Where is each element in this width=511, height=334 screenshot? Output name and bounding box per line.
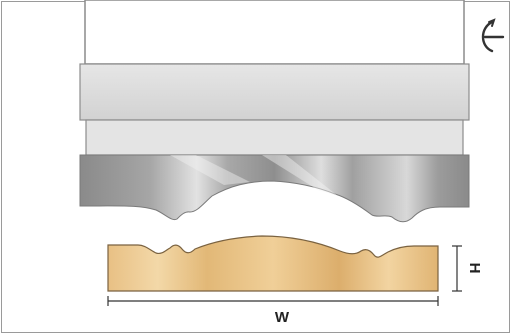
cutter-body-upper	[79, 63, 470, 121]
height-dimension	[452, 245, 462, 292]
blade-sheen	[170, 155, 250, 185]
shank	[84, 0, 465, 65]
blade-sheen	[262, 155, 338, 196]
cutter-body-lower	[85, 119, 464, 156]
width-dimension	[107, 296, 439, 306]
width-label: W	[275, 309, 290, 326]
height-label: H	[466, 263, 483, 274]
cutter-blade-profile	[79, 154, 470, 223]
rotation-direction-icon	[481, 18, 505, 53]
wood-workpiece	[107, 235, 439, 292]
